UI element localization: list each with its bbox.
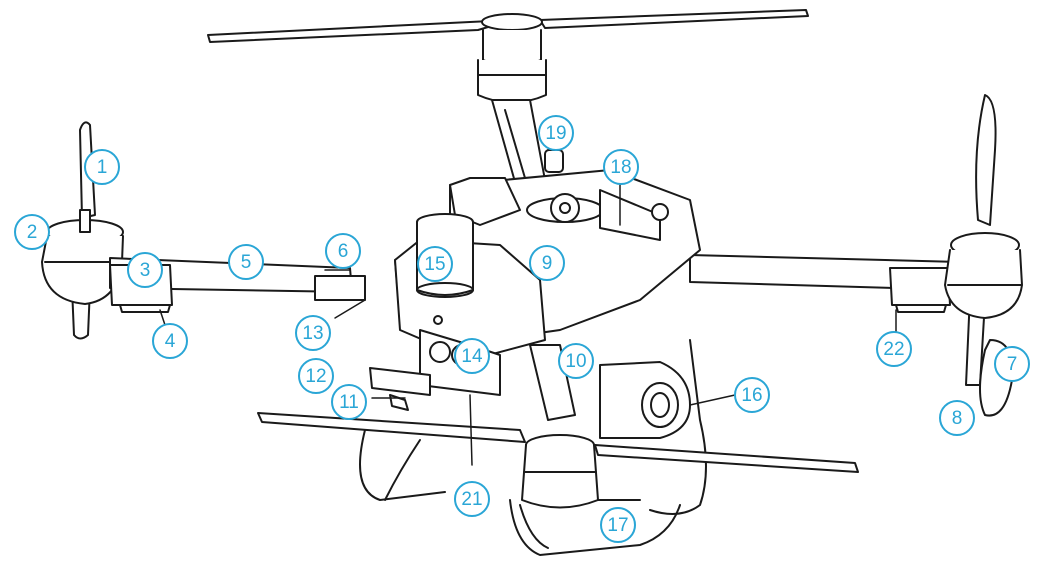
callout-7: 7 <box>994 346 1030 382</box>
callout-11: 11 <box>331 384 367 420</box>
callout-12: 12 <box>298 358 334 394</box>
callout-18: 18 <box>603 149 639 185</box>
landing-gear <box>359 339 707 556</box>
top-propeller <box>207 9 809 104</box>
callout-13: 13 <box>295 315 331 351</box>
callout-6: 6 <box>325 233 361 269</box>
leader-lines <box>159 137 897 466</box>
callout-17: 17 <box>600 507 636 543</box>
callout-5: 5 <box>228 244 264 280</box>
callout-10: 10 <box>558 343 594 379</box>
callout-21: 21 <box>454 481 490 517</box>
callout-4: 4 <box>152 323 188 359</box>
bottom-propeller <box>257 412 859 509</box>
callout-19: 19 <box>538 115 574 151</box>
callout-8: 8 <box>939 400 975 436</box>
callout-14: 14 <box>454 338 490 374</box>
pump-unit <box>529 344 691 439</box>
callout-16: 16 <box>734 377 770 413</box>
right-arm <box>689 254 961 313</box>
right-propeller <box>944 94 1023 417</box>
callout-15: 15 <box>417 246 453 282</box>
callout-9: 9 <box>529 245 565 281</box>
callout-3: 3 <box>127 252 163 288</box>
top-arm <box>491 99 546 183</box>
callout-1: 1 <box>84 149 120 185</box>
callout-22: 22 <box>876 331 912 367</box>
callout-2: 2 <box>14 214 50 250</box>
